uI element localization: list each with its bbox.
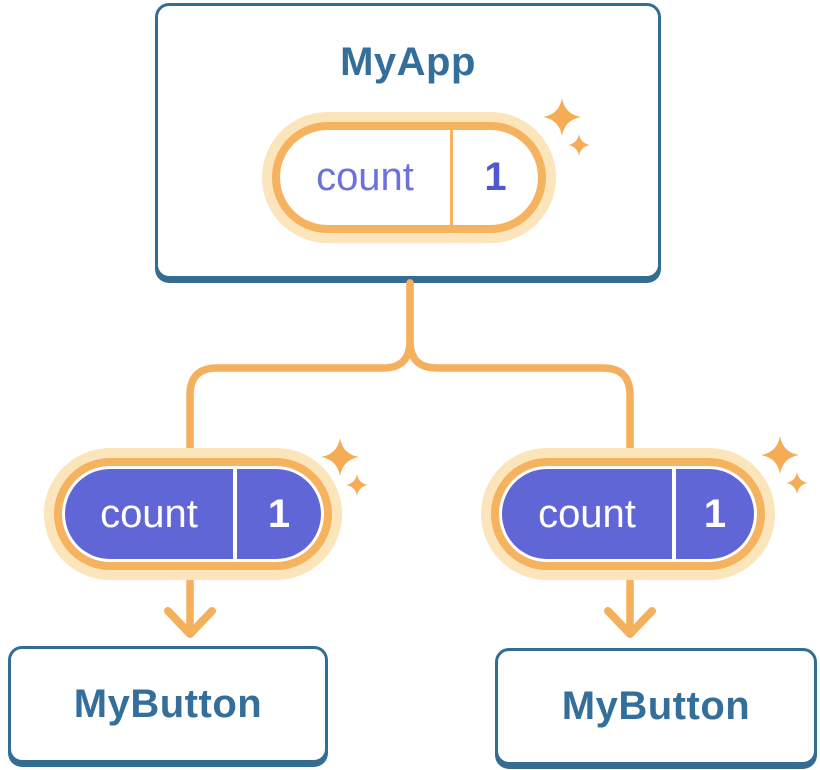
props-pill-left: count 1 [44, 448, 342, 580]
state-pill-ring: count 1 [272, 122, 546, 233]
props-pill-left-fill: count 1 [65, 469, 321, 559]
sparkle-small-icon [786, 472, 808, 494]
state-pill: count 1 [262, 112, 556, 243]
mybutton-title-right: MyButton [561, 684, 751, 728]
state-pill-divider [450, 130, 453, 225]
sparkle-large-icon [761, 436, 799, 474]
mybutton-title-left: MyButton [73, 682, 263, 726]
prop-value-left: 1 [267, 491, 291, 536]
prop-key-left: count [100, 491, 198, 536]
props-pill-left-ring: count 1 [54, 458, 332, 570]
state-key: count [316, 155, 414, 199]
sparkle-small-icon [346, 474, 368, 496]
arrowhead-left-icon [164, 607, 216, 638]
props-pill-right-fill: count 1 [502, 469, 754, 559]
prop-key-right: count [538, 491, 636, 536]
mybutton-card-left: MyButton [8, 646, 328, 763]
myapp-title: MyApp [340, 40, 476, 84]
arrowhead-right-icon [604, 607, 656, 638]
props-pill-right-ring: count 1 [491, 458, 765, 570]
state-value: 1 [484, 155, 507, 199]
prop-value-right: 1 [703, 491, 727, 536]
props-pill-right-divider [672, 469, 676, 559]
props-pill-right: count 1 [481, 448, 775, 580]
mybutton-card-right: MyButton [495, 648, 817, 765]
sparkle-large-icon [321, 438, 359, 476]
